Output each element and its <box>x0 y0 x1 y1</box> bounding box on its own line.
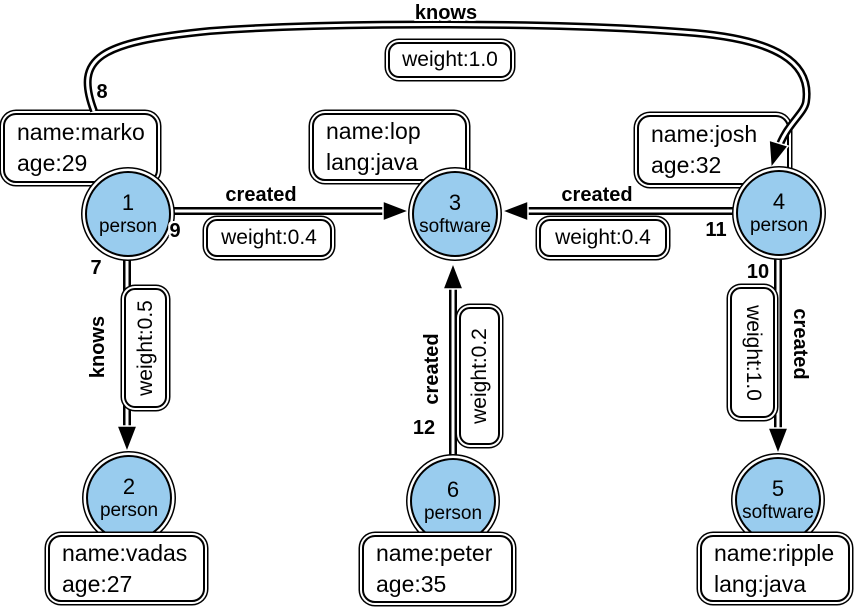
node-4-circle: 4 person <box>736 170 822 256</box>
edge-8-label: knows <box>414 1 478 24</box>
property-line: name:vadas <box>62 539 188 566</box>
property-line: lang:java <box>714 570 807 597</box>
node-5-circle: 5 software <box>735 457 821 543</box>
node-3-properties-box: name:lop lang:java <box>312 113 467 181</box>
node-5-properties-box: name:ripple lang:java <box>700 535 850 602</box>
edge-12-arrowhead-icon <box>441 260 465 290</box>
node-id: 6 <box>446 477 460 502</box>
node-type: software <box>742 502 814 523</box>
node-id: 2 <box>122 474 136 499</box>
edge-7-weight-box: weight:0.5 <box>124 288 167 408</box>
node-1-circle: 1 person <box>85 171 171 257</box>
property-line: age:29 <box>17 150 88 176</box>
node-type: person <box>99 500 159 521</box>
edge-10-label: created <box>789 308 812 380</box>
property-line: name:marko <box>17 119 145 145</box>
edge-12-weight-box: weight:0.2 <box>459 307 500 445</box>
edge-11-weight-box: weight:0.4 <box>539 219 667 257</box>
edge-7-arrowhead-icon <box>115 425 139 455</box>
edge-10-weight-box: weight:1.0 <box>730 287 775 418</box>
node-2-properties-box: name:vadas age:27 <box>48 535 205 602</box>
edge-7-label: knows <box>86 315 109 379</box>
property-line: lang:java <box>326 149 419 175</box>
node-3-circle: 3 software <box>412 171 498 257</box>
edge-9-label: created <box>225 183 297 206</box>
property-line: age:35 <box>376 571 447 597</box>
edge-11-arrowhead-icon <box>499 199 529 223</box>
edge-11-id: 11 <box>705 218 727 241</box>
node-6-properties-box: name:peter age:35 <box>362 535 513 603</box>
edge-9-weight-box: weight:0.4 <box>206 219 332 257</box>
edge-9-id: 9 <box>169 219 181 242</box>
node-id: 4 <box>772 189 786 214</box>
node-id: 1 <box>121 190 135 215</box>
edge-9-arrowhead-icon <box>382 199 412 223</box>
node-type: person <box>98 216 158 237</box>
edge-8-id: 8 <box>96 80 108 103</box>
property-line: name:josh <box>651 121 758 147</box>
node-type: person <box>423 503 483 524</box>
property-line: name:lop <box>326 118 421 144</box>
edge-10-id: 10 <box>746 260 770 283</box>
property-line: name:peter <box>376 540 493 566</box>
node-type: person <box>749 215 809 236</box>
edge-10-arrowhead-icon <box>766 427 790 457</box>
node-id: 5 <box>771 476 785 501</box>
node-6-circle: 6 person <box>410 458 496 544</box>
edge-7-id: 7 <box>90 256 102 279</box>
node-id: 3 <box>448 190 462 215</box>
edge-12-label: created <box>420 333 443 405</box>
edge-12-id: 12 <box>412 416 436 439</box>
node-type: software <box>419 216 491 237</box>
node-2-circle: 2 person <box>86 455 172 541</box>
edge-11-label: created <box>561 183 633 206</box>
property-line: age:27 <box>62 570 133 597</box>
edge-8-weight-box: weight:1.0 <box>388 42 512 78</box>
property-line: age:32 <box>651 152 722 178</box>
property-line: name:ripple <box>714 539 835 566</box>
